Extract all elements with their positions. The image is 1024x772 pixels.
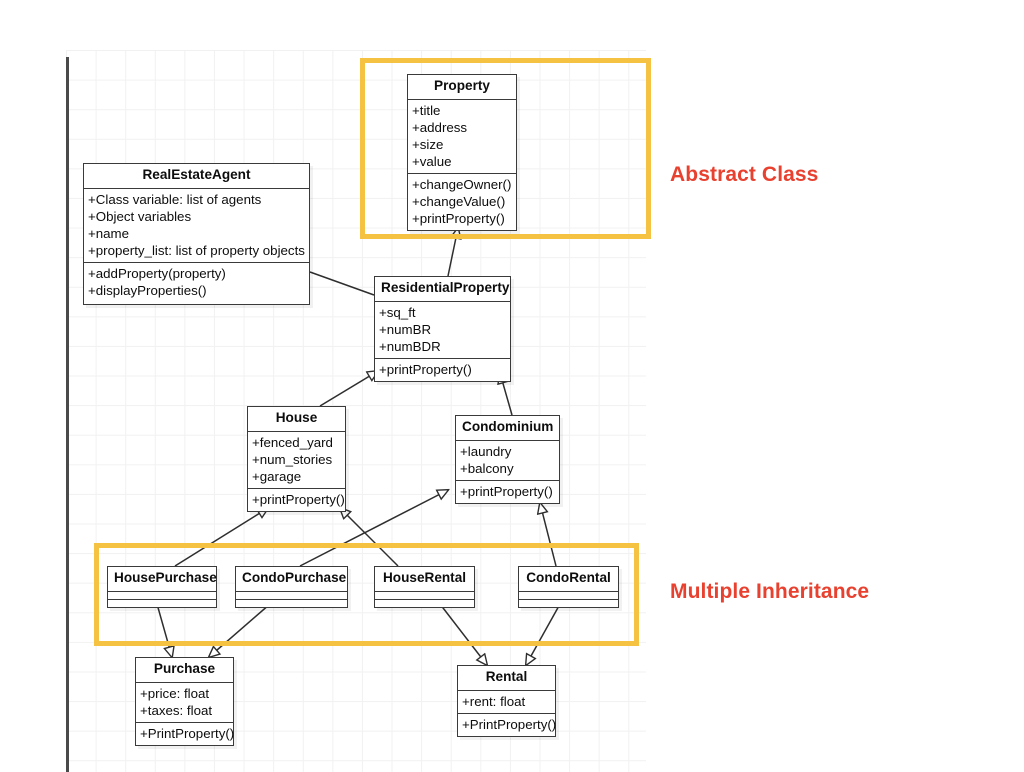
attributes-compartment [236, 592, 347, 600]
attribute-row: +numBR [379, 321, 432, 337]
attribute-row: +fenced_yard [252, 434, 333, 450]
attribute-row: +numBDR [379, 338, 441, 354]
operation-row: +printProperty() [460, 483, 553, 499]
class-box-houserental[interactable]: HouseRental [374, 566, 475, 608]
attributes-compartment [519, 592, 618, 600]
highlight-multiple-inheritance [94, 543, 639, 646]
operation-row: +changeValue() [412, 194, 506, 210]
class-name: Purchase [136, 658, 233, 683]
class-name: Rental [458, 666, 555, 691]
link-houserental-house [340, 508, 399, 567]
attributes-compartment: +Class variable: list of agents +Object … [84, 189, 309, 264]
attribute-row: +laundry [460, 443, 512, 459]
class-name: HouseRental [375, 567, 474, 592]
operations-compartment: +printProperty() [456, 481, 559, 503]
link-agent-residential [309, 271, 375, 296]
operation-row: +PrintProperty() [462, 716, 557, 732]
operation-row: +changeOwner() [412, 177, 512, 193]
operation-row: +PrintProperty() [140, 725, 235, 741]
class-box-condorental[interactable]: CondoRental [518, 566, 619, 608]
link-housepurchase-house [174, 508, 268, 567]
class-name: HousePurchase [108, 567, 217, 592]
class-name: CondoRental [519, 567, 618, 592]
attributes-compartment: +sq_ft +numBR +numBDR [375, 302, 510, 359]
attribute-row: +garage [252, 468, 302, 484]
operations-compartment: +changeOwner() +changeValue() +printProp… [408, 174, 516, 230]
attribute-row: +num_stories [252, 451, 333, 467]
class-box-rental[interactable]: Rental +rent: float +PrintProperty() [457, 665, 556, 737]
link-house-residential [319, 371, 378, 407]
class-name: Condominium [456, 416, 559, 441]
annotation-abstract-class: Abstract Class [670, 163, 819, 186]
link-condopurchase-condo [299, 490, 448, 567]
attributes-compartment: +title +address +size +value [408, 100, 516, 175]
attributes-compartment: +price: float +taxes: float [136, 683, 233, 723]
attribute-row: +Class variable: list of agents [88, 191, 262, 207]
operations-compartment: +PrintProperty() [136, 723, 235, 745]
link-housepurchase-purchase [156, 603, 172, 657]
operations-compartment [236, 600, 347, 607]
operation-row: +printProperty() [412, 211, 505, 227]
attribute-row: +sq_ft [379, 304, 416, 320]
link-condorental-condo [540, 503, 557, 567]
class-box-purchase[interactable]: Purchase +price: float +taxes: float +Pr… [135, 657, 234, 746]
attributes-compartment [375, 592, 474, 600]
class-box-residentialproperty[interactable]: ResidentialProperty +sq_ft +numBR +numBD… [374, 276, 511, 383]
operation-row: +printProperty() [252, 492, 345, 507]
attribute-row: +address [412, 119, 468, 135]
left-margin-rule [66, 57, 69, 772]
attribute-row: +price: float [140, 685, 210, 701]
attribute-row: +Object variables [88, 208, 192, 224]
operation-row: +printProperty() [379, 362, 472, 377]
attribute-row: +rent: float [462, 693, 526, 709]
class-name: Property [408, 75, 516, 100]
attribute-row: +balcony [460, 460, 514, 476]
operations-compartment [519, 600, 618, 607]
class-box-realestateagent[interactable]: RealEstateAgent +Class variable: list of… [83, 163, 310, 305]
attribute-row: +value [412, 154, 452, 169]
class-name: RealEstateAgent [84, 164, 309, 189]
class-name: House [248, 407, 345, 432]
operation-row: +displayProperties() [88, 283, 207, 299]
link-condopurchase-purchase [209, 603, 271, 657]
operations-compartment: +addProperty(property) +displayPropertie… [84, 263, 309, 314]
attributes-compartment: +rent: float [458, 691, 555, 714]
attributes-compartment: +laundry +balcony [456, 441, 559, 481]
attribute-row: +name [88, 225, 130, 241]
link-houserental-rental [439, 603, 487, 665]
attributes-compartment [108, 592, 216, 600]
highlight-abstract-class [360, 58, 651, 239]
annotation-multiple-inheritance: Multiple Inheritance [670, 580, 870, 603]
operations-compartment [108, 600, 216, 607]
attribute-row: +taxes: float [140, 702, 213, 718]
operations-compartment: +PrintProperty() [458, 714, 557, 736]
class-name: ResidentialProperty [375, 277, 510, 302]
operations-compartment: +printProperty() [248, 489, 345, 511]
operations-compartment: +printProperty() [375, 359, 510, 381]
operation-row: +addProperty(property) [88, 266, 226, 282]
class-box-condopurchase[interactable]: CondoPurchase [235, 566, 348, 608]
link-condorental-rental [526, 603, 561, 665]
attribute-row: +property_list: list of property objects [88, 243, 305, 258]
attributes-compartment: +fenced_yard +num_stories +garage [248, 432, 345, 489]
class-box-condominium[interactable]: Condominium +laundry +balcony +printProp… [455, 415, 560, 504]
class-box-housepurchase[interactable]: HousePurchase [107, 566, 217, 608]
class-box-house[interactable]: House +fenced_yard +num_stories +garage … [247, 406, 346, 513]
operations-compartment [375, 600, 474, 607]
class-name: CondoPurchase [236, 567, 347, 592]
attribute-row: +title [412, 102, 441, 118]
attribute-row: +size [412, 136, 444, 152]
class-box-property[interactable]: Property +title +address +size +value +c… [407, 74, 517, 232]
